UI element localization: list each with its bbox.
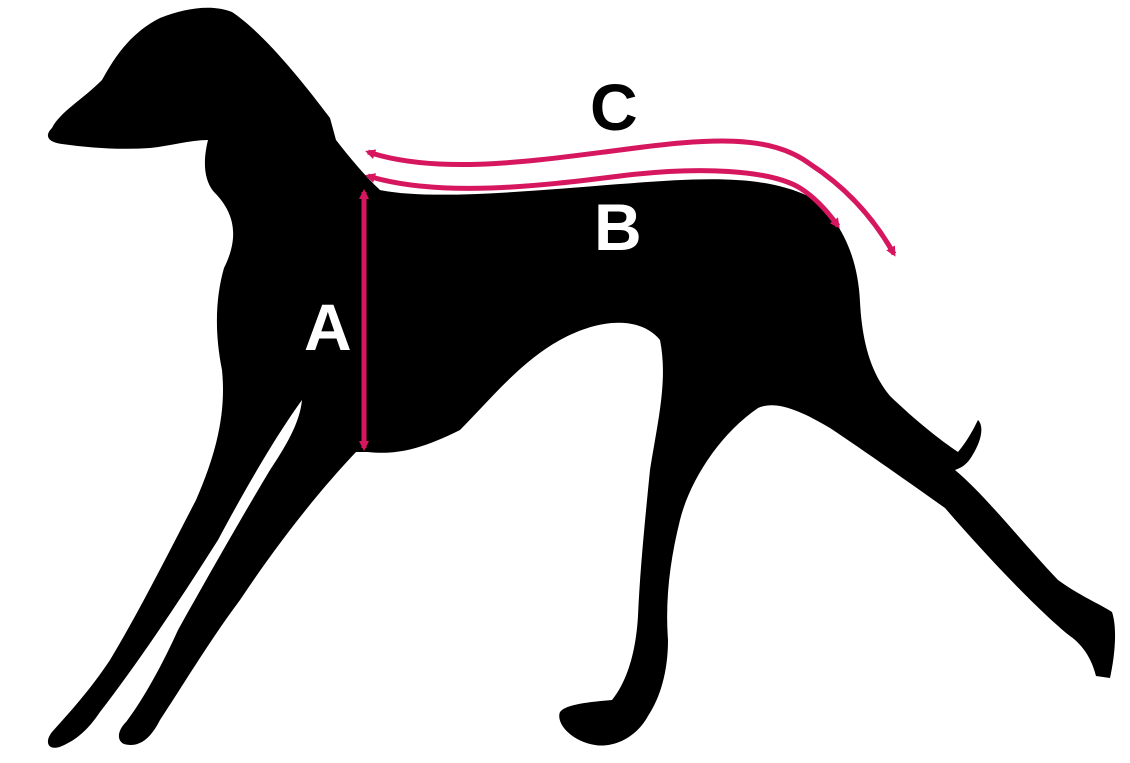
label-b: B [594, 190, 642, 264]
label-c: C [590, 70, 638, 144]
label-a: A [304, 290, 352, 364]
dog-silhouette-icon [48, 8, 1115, 748]
